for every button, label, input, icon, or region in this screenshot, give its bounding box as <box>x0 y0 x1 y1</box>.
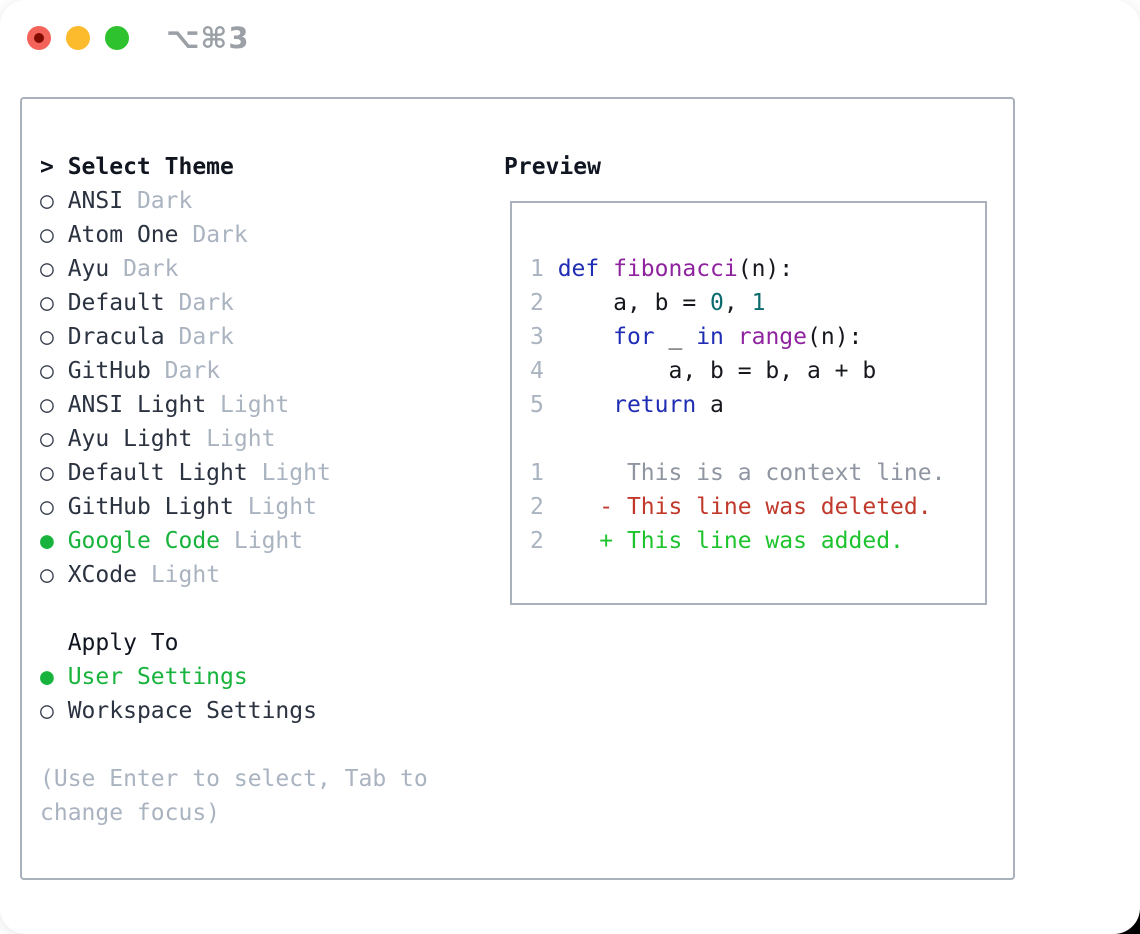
diff-deleted-line: 2 - This line was deleted. <box>530 494 932 520</box>
theme-option-github-dark[interactable]: ○ GitHub Dark <box>40 358 221 384</box>
preview-title: Preview <box>504 154 601 180</box>
spacer <box>40 728 428 762</box>
hint-line-1: (Use Enter to select, Tab to <box>40 766 428 792</box>
radio-icon: ○ <box>40 698 68 724</box>
radio-icon: ○ <box>40 290 68 316</box>
theme-option-ayu-light[interactable]: ○ Ayu Light Light <box>40 426 276 452</box>
radio-icon: ○ <box>40 392 68 418</box>
theme-option-dracula-dark[interactable]: ○ Dracula Dark <box>40 324 234 350</box>
theme-option-default-dark[interactable]: ○ Default Dark <box>40 290 234 316</box>
apply-option-workspace-settings[interactable]: ○ Workspace Settings <box>40 698 317 724</box>
radio-icon: ○ <box>40 460 68 486</box>
blank-line <box>530 422 945 456</box>
spacer <box>40 592 428 626</box>
theme-option-google-code-light[interactable]: ● Google Code Light <box>40 528 304 554</box>
theme-selector-list: > Select Theme ○ ANSI Dark ○ Atom One Dark… <box>40 150 428 830</box>
code-line-4: 4 a, b = b, a + b <box>530 358 877 384</box>
code-line-5: 5 return a <box>530 392 724 418</box>
radio-icon: ○ <box>40 426 68 452</box>
zoom-button[interactable] <box>105 26 129 50</box>
minimize-button[interactable] <box>66 26 90 50</box>
theme-picker-panel: > Select Theme ○ ANSI Dark ○ Atom One Dark… <box>20 97 1015 880</box>
theme-option-default-light[interactable]: ○ Default Light Light <box>40 460 331 486</box>
radio-selected-icon: ● <box>40 664 68 690</box>
code-line-2: 2 a, b = 0, 1 <box>530 290 766 316</box>
code-line-3: 3 for _ in range(n): <box>530 324 863 350</box>
close-button[interactable] <box>27 26 51 50</box>
preview-code-block: 1 def fibonacci(n): 2 a, b = 0, 1 3 for _ … <box>530 252 945 558</box>
apply-to-header: Apply To <box>40 630 179 656</box>
radio-icon: ○ <box>40 256 68 282</box>
radio-icon: ○ <box>40 494 68 520</box>
radio-icon: ○ <box>40 358 68 384</box>
theme-option-ansi-dark[interactable]: ○ ANSI Dark <box>40 188 193 214</box>
theme-option-github-light[interactable]: ○ GitHub Light Light <box>40 494 317 520</box>
radio-icon: ○ <box>40 324 68 350</box>
theme-option-ansi-light[interactable]: ○ ANSI Light Light <box>40 392 290 418</box>
close-dot-icon <box>34 33 44 43</box>
select-theme-header: > Select Theme <box>40 154 234 180</box>
radio-icon: ○ <box>40 222 68 248</box>
code-line-1: 1 def fibonacci(n): <box>530 256 794 282</box>
theme-option-ayu-dark[interactable]: ○ Ayu Dark <box>40 256 179 282</box>
radio-icon: ○ <box>40 562 68 588</box>
theme-option-atom-one-dark[interactable]: ○ Atom One Dark <box>40 222 248 248</box>
theme-option-xcode-light[interactable]: ○ XCode Light <box>40 562 221 588</box>
preview-box: 1 def fibonacci(n): 2 a, b = 0, 1 3 for _ … <box>510 201 987 605</box>
radio-icon: ○ <box>40 188 68 214</box>
diff-context-line: 1 This is a context line. <box>530 460 946 486</box>
diff-added-line: 2 + This line was added. <box>530 528 904 554</box>
radio-selected-icon: ● <box>40 528 68 554</box>
apply-option-user-settings[interactable]: ● User Settings <box>40 664 248 690</box>
window-shortcut-label: ⌥⌘3 <box>166 21 250 55</box>
hint-line-2: change focus) <box>40 800 221 826</box>
